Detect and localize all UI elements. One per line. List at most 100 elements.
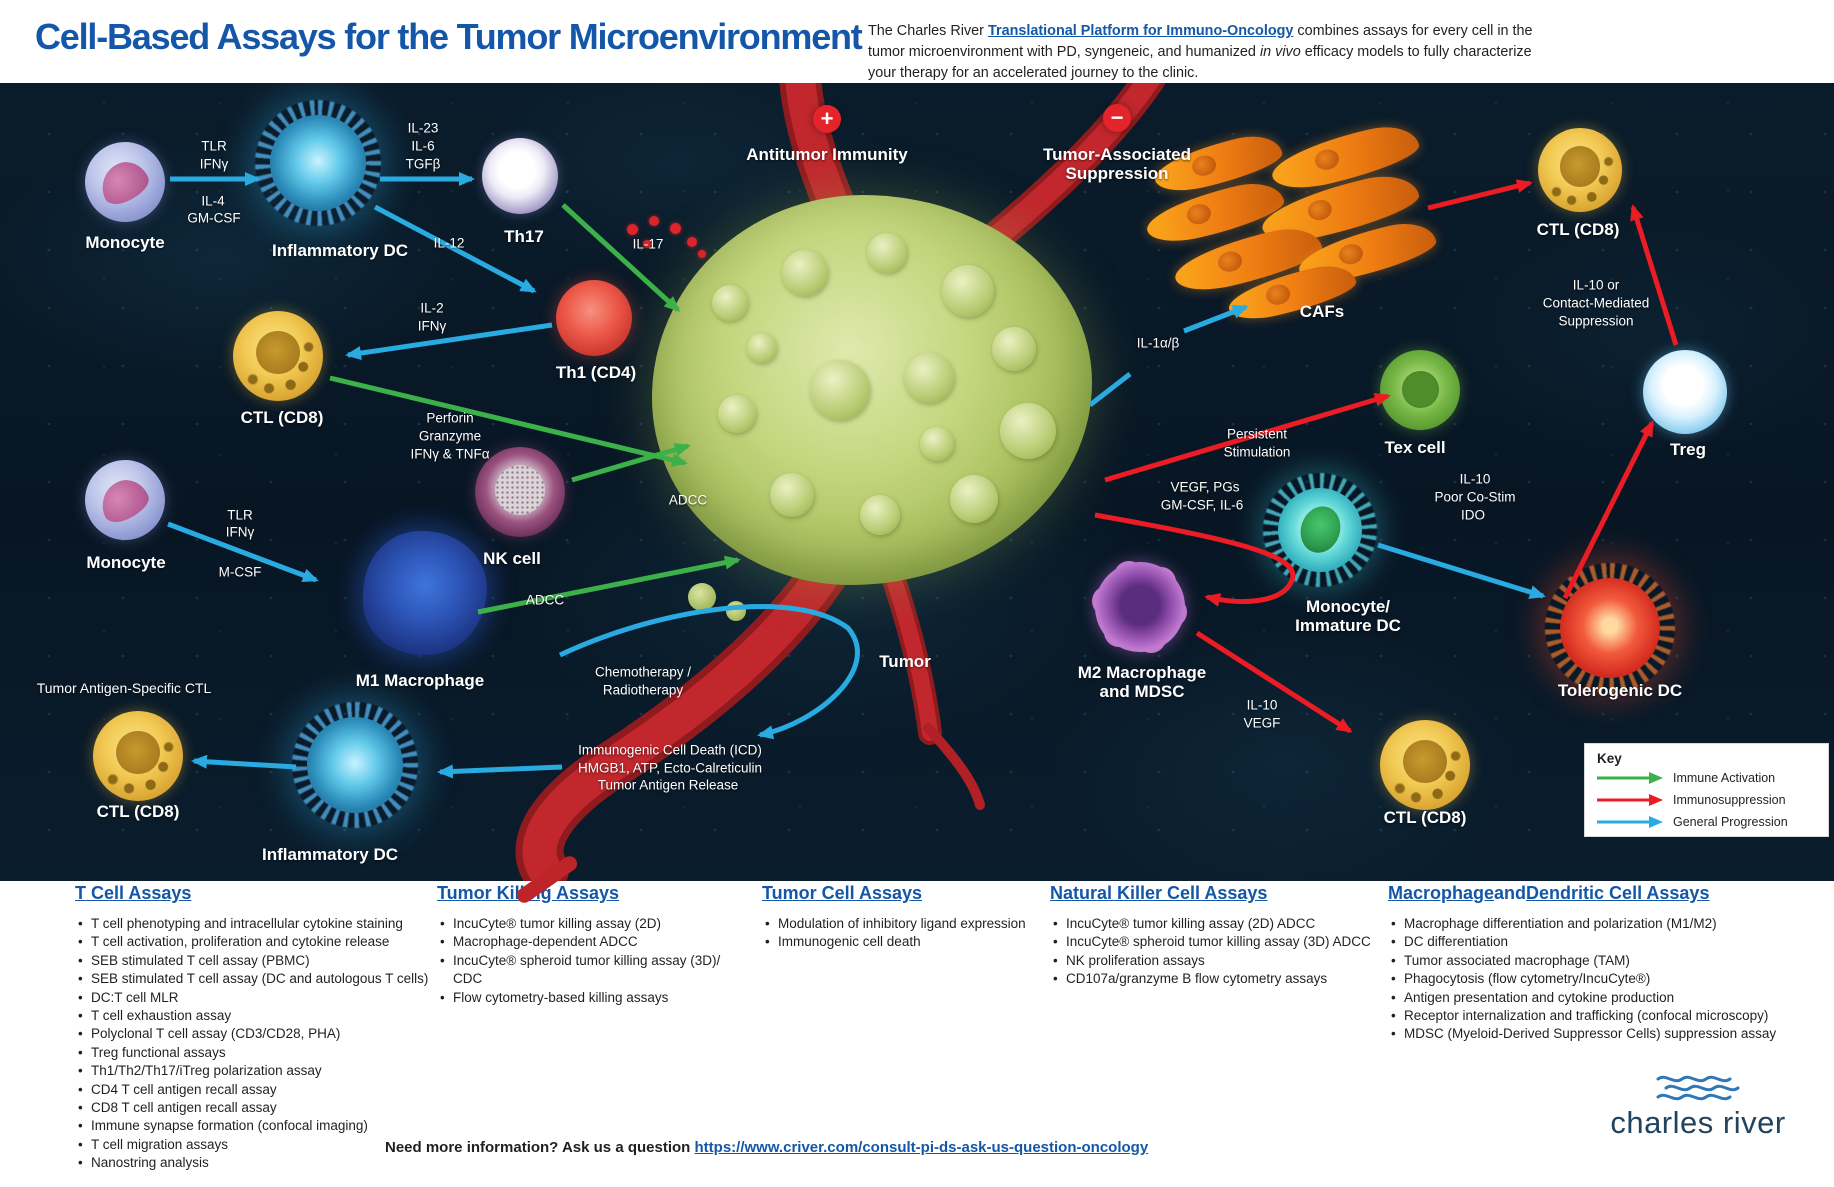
label-il10-or: IL-10 or — [1572, 277, 1620, 293]
monocyte-1-label: Monocyte — [85, 233, 165, 252]
key-row-general-progression: General Progression — [1597, 814, 1817, 830]
key-title: Key — [1597, 751, 1622, 766]
label-persistent: Persistent — [1226, 426, 1288, 442]
assay-item: SEB stimulated T cell assay (PBMC) — [75, 952, 435, 971]
assay-item: CD107a/granzyme B flow cytometry assays — [1050, 970, 1380, 989]
t-cell-assays-column: T Cell Assays T cell phenotyping and int… — [75, 883, 435, 1173]
assay-item: Immune synapse formation (confocal imagi… — [75, 1117, 435, 1136]
macrophage-dc-assays-title: Macrophage and Dendritic Cell Assays — [1388, 883, 1818, 904]
tumor-associated-suppression-label-1: Tumor-Associated — [1043, 145, 1191, 164]
key-label-immune-activation: Immune Activation — [1673, 771, 1776, 785]
monocyte-2-label: Monocyte — [86, 553, 166, 572]
green-arrow-icon — [1597, 772, 1663, 784]
label-vegf-pgs: VEGF, PGs — [1170, 479, 1240, 495]
label-adcc-m1: ADCC — [525, 592, 565, 608]
m2-macrophage-label-1: M2 Macrophage — [1077, 663, 1207, 682]
treg-cell — [1643, 350, 1727, 434]
assay-item: Nanostring analysis — [75, 1154, 435, 1173]
label-ifng-3: IFNγ — [225, 524, 255, 540]
tumor-cell-assays-column: Tumor Cell Assays Modulation of inhibito… — [762, 883, 1042, 952]
ctl-cd8-cell-4 — [1380, 720, 1470, 810]
charles-river-logo: charles river — [1598, 1073, 1798, 1141]
key-row-immune-activation: Immune Activation — [1597, 770, 1817, 786]
tumor-associated-suppression-label-2: Suppression — [1065, 164, 1169, 183]
red-arrow-icon — [1597, 794, 1663, 806]
label-ifng-1: IFNγ — [199, 156, 229, 172]
ctl-cd8-1-label: CTL (CD8) — [240, 408, 324, 427]
label-il10-a: IL-10 — [1459, 471, 1491, 487]
assay-item: IncuCyte® spheroid tumor killing assay (… — [437, 952, 752, 989]
monocyte-cell-1 — [85, 142, 165, 222]
header: Cell-Based Assays for the Tumor Microenv… — [0, 0, 1834, 83]
ctl-cd8-cell-1 — [233, 311, 323, 401]
cytokine-dot — [698, 250, 706, 258]
footer-question: Need more information? Ask us a question… — [385, 1139, 1148, 1156]
tex-cell — [1380, 350, 1460, 430]
t-cell-assays-title: T Cell Assays — [75, 883, 192, 903]
ctl-cd8-3-label: CTL (CD8) — [1536, 220, 1620, 239]
label-poor-costim: Poor Co-Stim — [1434, 489, 1516, 505]
label-perforin: Perforin — [426, 410, 474, 426]
label-tgfb: TGFβ — [405, 156, 441, 172]
tumor-cell-assays-list: Modulation of inhibitory ligand expressi… — [762, 915, 1042, 952]
tumor-killing-assays-title: Tumor Killing Assays — [437, 883, 620, 903]
assay-item: T cell phenotyping and intracellular cyt… — [75, 915, 435, 934]
assay-item: CD4 T cell antigen recall assay — [75, 1081, 435, 1100]
label-gmcsf-il6: GM-CSF, IL-6 — [1160, 497, 1244, 513]
ctl-cd8-cell-2 — [93, 711, 183, 801]
tolerogenic-dc-cell — [1545, 563, 1675, 693]
assay-item: Flow cytometry-based killing assays — [437, 989, 752, 1008]
intro-mid: combines assays for every cell in the tu… — [868, 23, 1533, 60]
intro-prefix: The Charles River — [868, 23, 988, 39]
label-ifng-tnfa: IFNγ & TNFα — [410, 446, 490, 462]
diagram-arrows — [167, 172, 1679, 779]
plus-badge-icon: + — [813, 105, 841, 133]
tolerogenic-dc-label: Tolerogenic DC — [1557, 681, 1683, 700]
brand-name: charles river — [1610, 1105, 1786, 1140]
inflammatory-dc-cell-1 — [255, 100, 381, 226]
ask-question-link[interactable]: https://www.criver.com/consult-pi-ds-ask… — [694, 1139, 1149, 1156]
m1-macrophage-label: M1 Macrophage — [355, 671, 485, 690]
label-stimulation: Stimulation — [1223, 444, 1291, 460]
assay-item: Polyclonal T cell assay (CD3/CD28, PHA) — [75, 1025, 435, 1044]
tumor-killing-assays-column: Tumor Killing Assays IncuCyte® tumor kil… — [437, 883, 752, 1007]
nk-cell-label: NK cell — [483, 549, 541, 568]
tumor-satellite — [688, 583, 716, 611]
ctl-cd8-2-label: CTL (CD8) — [96, 802, 180, 821]
label-il12: IL-12 — [433, 235, 465, 251]
tumor-cell-assays-title: Tumor Cell Assays — [762, 883, 923, 903]
label-il10-b: IL-10 — [1246, 697, 1278, 713]
label-chemotherapy: Chemotherapy / — [594, 664, 692, 680]
assay-item: Tumor associated macrophage (TAM) — [1388, 952, 1818, 971]
label-il1ab: IL-1α/β — [1136, 335, 1180, 351]
cytokine-dot — [649, 216, 659, 226]
assay-item: Macrophage differentiation and polarizat… — [1388, 915, 1818, 934]
assay-item: IncuCyte® tumor killing assay (2D) — [437, 915, 752, 934]
assay-item: NK proliferation assays — [1050, 952, 1380, 971]
th17-label: Th17 — [504, 227, 544, 246]
th17-cell — [482, 138, 558, 214]
cytokine-dot — [643, 240, 651, 248]
monocyte-immature-dc-cell — [1263, 473, 1377, 587]
page-title: Cell-Based Assays for the Tumor Microenv… — [35, 16, 863, 57]
inflammatory-dc-cell-2 — [292, 702, 418, 828]
tumor-antigen-specific-ctl-label: Tumor Antigen-Specific CTL — [36, 680, 212, 696]
assay-item: Immunogenic cell death — [762, 933, 1042, 952]
m2-macrophage-mdsc-cell — [1092, 561, 1187, 653]
assay-item: IncuCyte® tumor killing assay (2D) ADCC — [1050, 915, 1380, 934]
translational-platform-link[interactable]: Translational Platform for Immuno-Oncolo… — [987, 23, 1294, 39]
ctl-cd8-cell-3 — [1538, 128, 1622, 212]
label-ifng-2: IFNγ — [417, 318, 447, 334]
t-cell-assays-list: T cell phenotyping and intracellular cyt… — [75, 915, 435, 1173]
monocyte-immature-dc-label-1: Monocyte/ — [1305, 597, 1391, 616]
label-icd-1: Immunogenic Cell Death (ICD) — [578, 742, 762, 758]
assay-item: DC differentiation — [1388, 933, 1818, 952]
label-ido: IDO — [1460, 507, 1486, 523]
dendritic-title-part: Dendritic Cell Assays — [1526, 883, 1710, 903]
tumor-cell-mass — [652, 195, 1092, 585]
tumor-label: Tumor — [879, 652, 931, 671]
macrophage-dc-assays-list: Macrophage differentiation and polarizat… — [1388, 915, 1818, 1044]
nk-cell — [475, 447, 565, 537]
key-legend: Key Immune Activation Immunosuppression … — [1585, 744, 1828, 836]
assay-item: Phagocytosis (flow cytometry/IncuCyte®) — [1388, 970, 1818, 989]
